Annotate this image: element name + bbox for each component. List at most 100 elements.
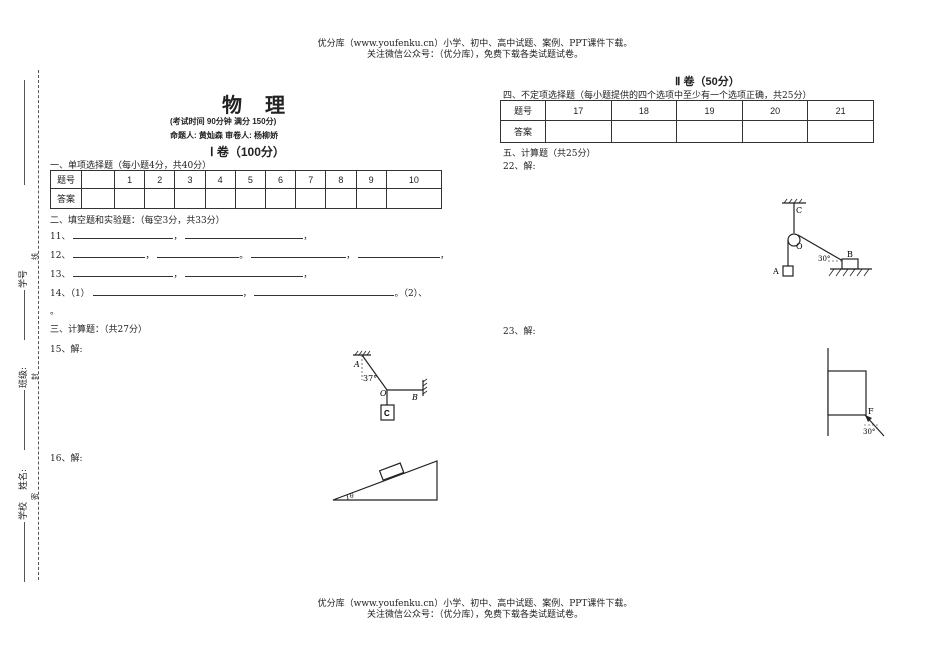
question-11: 11、 ， ， xyxy=(50,229,312,242)
time-score: (考试时间 90分钟 满分 150分) xyxy=(170,117,277,126)
binding-rule xyxy=(24,522,25,582)
q-number: 2 xyxy=(144,170,176,189)
comma: ， xyxy=(303,232,313,242)
comma: ， xyxy=(440,251,450,261)
d16-angle: θ xyxy=(350,493,354,500)
q-number: 3 xyxy=(174,170,206,189)
q-number: 20 xyxy=(741,100,809,121)
q14-end: 。 xyxy=(50,307,60,317)
part1-title: Ⅰ 卷（100分） xyxy=(210,145,285,159)
blank[interactable] xyxy=(92,287,243,296)
d15-label-c: C xyxy=(384,409,390,418)
authors: 命题人: 黄灿森 审卷人: 杨柳娇 xyxy=(170,131,278,140)
answer-cell[interactable] xyxy=(264,188,297,209)
comma: ， xyxy=(173,232,183,242)
blank[interactable] xyxy=(251,249,347,258)
q-number: 17 xyxy=(545,100,612,121)
section4-answer-table: 题号 17 18 19 20 21 答案 xyxy=(500,100,874,143)
answer-cell[interactable] xyxy=(113,188,146,209)
section1-answer-table: 题号 1 2 3 4 5 6 7 8 9 10 答案 xyxy=(50,170,443,209)
header-line-2: 关注微信公众号：（优分库），免费下载各类试题试卷。 xyxy=(366,50,583,60)
d15-label-a: A xyxy=(353,360,360,369)
name-label: 姓名: xyxy=(19,468,29,490)
seal-mi: 密 xyxy=(31,493,39,500)
answer-cell[interactable] xyxy=(545,120,612,143)
d22-label-b: B xyxy=(847,250,853,259)
diagram-23: F 30° xyxy=(827,348,885,437)
class-label: 班级: xyxy=(19,366,29,388)
answer-cell[interactable] xyxy=(807,120,874,143)
student-no-label: 学号 xyxy=(19,269,29,288)
comma: ， xyxy=(303,270,313,280)
q-number: 5 xyxy=(234,170,266,189)
q-number: 7 xyxy=(295,170,327,189)
answer-cell[interactable] xyxy=(741,120,809,143)
section5-heading: 五、计算题（共25分） xyxy=(503,149,596,159)
question-13: 13、 ， ， xyxy=(50,267,312,280)
comma: ， xyxy=(145,251,155,261)
section4-heading: 四、不定项选择题（每小题提供的四个选项中至少有一个选项正确，共25分） xyxy=(503,91,812,101)
row-label-no: 题号 xyxy=(500,100,546,121)
header-line-1: 优分库（www.youfenku.cn）小学、初中、高中试题、案例、PPT课件下… xyxy=(317,39,633,49)
blank[interactable] xyxy=(73,249,146,258)
q-number: 10 xyxy=(385,170,443,189)
row-label-no: 题号 xyxy=(50,170,82,189)
seal-xian: 线 xyxy=(31,253,39,260)
q-number: 21 xyxy=(807,100,874,121)
blank[interactable] xyxy=(185,230,304,239)
answer-cell[interactable] xyxy=(234,188,266,209)
answer-cell[interactable] xyxy=(610,120,678,143)
diagram-16: θ xyxy=(332,460,438,501)
answer-cell[interactable] xyxy=(174,188,206,209)
header: 优分库（www.youfenku.cn）小学、初中、高中试题、案例、PPT课件下… xyxy=(0,39,950,61)
q-number: 4 xyxy=(204,170,236,189)
binding-rule xyxy=(24,80,25,185)
q11-label: 11、 xyxy=(50,232,71,242)
subject-title: 物 理 xyxy=(222,93,293,117)
binding-strip: 学号 班级: 姓名: 学校 线 封 密 xyxy=(0,70,45,582)
binding-dashed-line xyxy=(38,70,39,580)
blank[interactable] xyxy=(185,268,304,277)
blank[interactable] xyxy=(254,287,395,296)
blank[interactable] xyxy=(73,268,174,277)
section2-heading: 二、填空题和实验题：（每空3分，共33分） xyxy=(50,216,225,226)
question-22: 22、解: xyxy=(503,162,536,172)
answer-cell[interactable] xyxy=(204,188,236,209)
d15-label-b: B xyxy=(411,393,418,402)
q-number: 8 xyxy=(325,170,357,189)
diagram-15: A 37° O B C xyxy=(353,350,428,421)
d22-angle: 30° xyxy=(818,255,830,263)
question-15: 15、解: xyxy=(50,345,83,355)
d23-angle: 30° xyxy=(863,428,875,436)
q14-label: 14、（1） xyxy=(50,289,90,299)
row-label-ans: 答案 xyxy=(500,120,546,143)
comma: ， xyxy=(242,289,252,299)
d23-label-f: F xyxy=(868,407,874,416)
blank[interactable] xyxy=(358,249,440,258)
binding-rule xyxy=(24,290,25,340)
section3-heading: 三、计算题：（共27分） xyxy=(50,325,147,335)
school-label: 学校 xyxy=(19,501,29,520)
comma: ， xyxy=(346,251,356,261)
q-number: 1 xyxy=(113,170,146,189)
blank[interactable] xyxy=(73,230,174,239)
d22-label-a: A xyxy=(772,267,779,276)
d15-angle: 37° xyxy=(363,374,377,383)
q-number: 18 xyxy=(610,100,678,121)
q14-part2: 。（2）、 xyxy=(394,289,428,299)
answer-cell[interactable] xyxy=(385,188,443,209)
answer-cell[interactable] xyxy=(144,188,176,209)
q-number: 19 xyxy=(676,100,743,121)
answer-cell[interactable] xyxy=(325,188,357,209)
section1-heading: 一、单项选择题（每小题4分，共40分） xyxy=(50,161,212,171)
blank[interactable] xyxy=(157,249,240,258)
period: 。 xyxy=(239,251,249,261)
answer-cell[interactable] xyxy=(295,188,327,209)
seal-feng: 封 xyxy=(31,373,39,380)
diagram-22: C O A B 30° xyxy=(772,198,872,277)
answer-cell[interactable] xyxy=(676,120,743,143)
q-number: 6 xyxy=(264,170,297,189)
question-23: 23、解: xyxy=(503,327,536,337)
answer-cell[interactable] xyxy=(355,188,387,209)
binding-rule xyxy=(24,390,25,450)
